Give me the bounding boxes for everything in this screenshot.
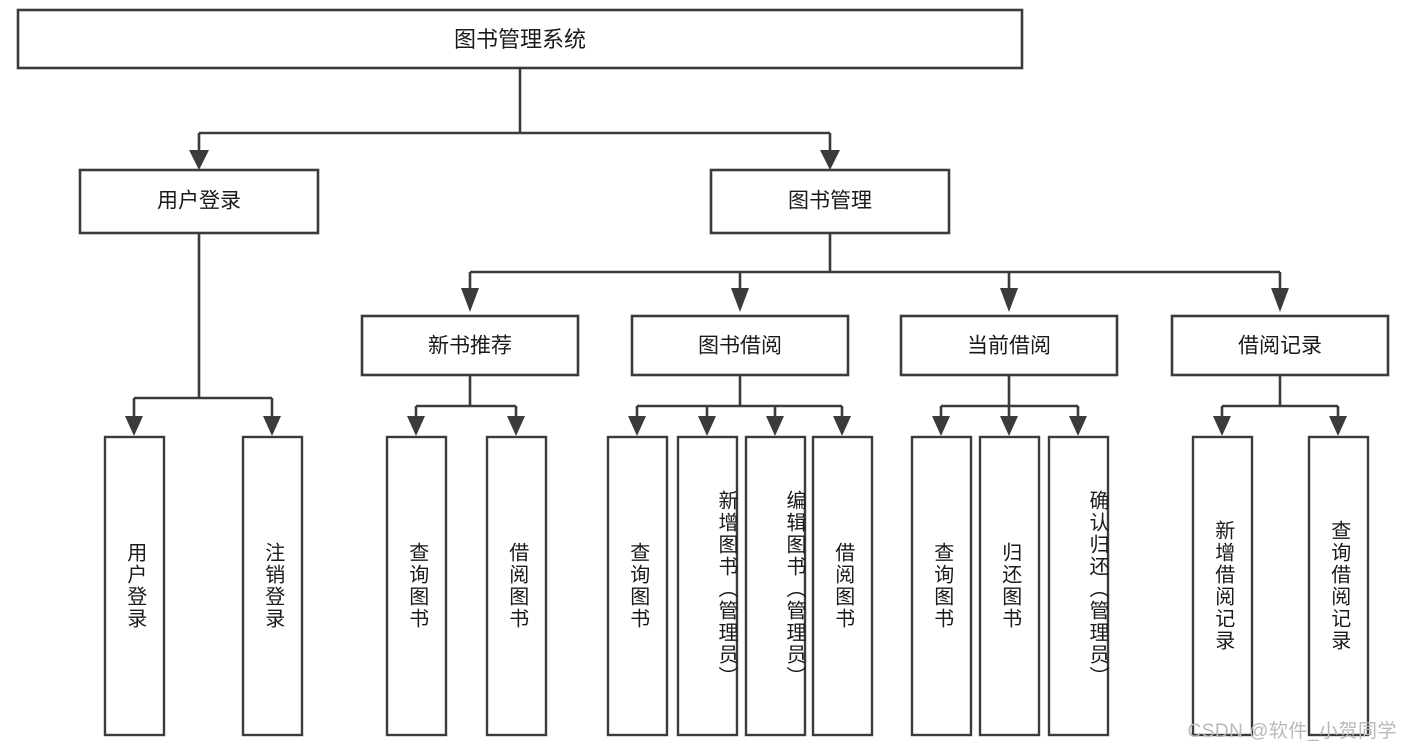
node-box-current-borrow[interactable] <box>899 314 1119 377</box>
arrow-head-cb-leaf-2 <box>1000 416 1018 436</box>
node-box-book-borrow[interactable] <box>630 314 850 377</box>
node-current-borrow[interactable]: 当前借阅 <box>899 314 1119 377</box>
leaf-box-cb-return-book[interactable] <box>978 435 1041 737</box>
leaf-box-bb-query-book[interactable] <box>606 435 669 737</box>
leaf-box-br-add-record[interactable] <box>1191 435 1254 737</box>
leaf-box-bb-add-book[interactable] <box>676 435 739 737</box>
node-label-borrow-record: 借阅记录 <box>1238 335 1322 358</box>
leaf-boxes-user-login <box>103 435 304 737</box>
connector-group-borrow-record <box>1213 375 1347 436</box>
arrow-head-nb-leaf-2 <box>507 416 525 436</box>
node-user-login[interactable]: 用户登录 <box>78 168 320 235</box>
watermark-text: CSDN @软件_小贺同学 <box>1187 721 1397 742</box>
node-label-user-login: 用户登录 <box>157 190 241 213</box>
arrow-head-cb-leaf-3 <box>1069 416 1087 436</box>
arrow-head-user-login <box>189 150 209 170</box>
node-book-manage[interactable]: 图书管理 <box>709 168 951 235</box>
arrow-head-book-borrow <box>731 288 749 312</box>
node-box-book-manage[interactable] <box>709 168 951 235</box>
node-book-borrow[interactable]: 图书借阅 <box>630 314 850 377</box>
arrow-head-leaf-logout <box>263 416 281 436</box>
leaf-box-bb-borrow-book[interactable] <box>811 435 874 737</box>
leaf-box-logout[interactable] <box>241 435 304 737</box>
leaf-boxes-borrow-record <box>1191 435 1370 737</box>
arrow-head-nb-leaf-1 <box>407 416 425 436</box>
arrow-head-bb-leaf-2 <box>698 416 716 436</box>
node-box-new-book-recommend[interactable] <box>360 314 580 377</box>
node-box-user-login[interactable] <box>78 168 320 235</box>
node-label-current-borrow: 当前借阅 <box>967 335 1051 358</box>
arrow-head-leaf-user-login <box>125 416 143 436</box>
arrow-head-book-manage <box>820 150 840 170</box>
connector-group-root <box>189 68 840 170</box>
arrow-head-bb-leaf-3 <box>766 416 784 436</box>
node-label-book-borrow: 图书借阅 <box>698 335 782 358</box>
node-label-new-book-recommend: 新书推荐 <box>428 335 512 358</box>
arrow-head-cb-leaf-1 <box>932 416 950 436</box>
connector-group-book-manage <box>461 233 1289 312</box>
leaf-box-nb-borrow-book[interactable] <box>485 435 548 737</box>
node-root-system[interactable]: 图书管理系统 <box>16 8 1024 70</box>
leaf-box-bb-edit-book[interactable] <box>744 435 807 737</box>
arrow-head-new-book <box>461 288 479 312</box>
leaf-box-cb-query-book[interactable] <box>910 435 973 737</box>
arrow-head-br-leaf-2 <box>1329 416 1347 436</box>
node-new-book-recommend[interactable]: 新书推荐 <box>360 314 580 377</box>
connector-group-new-book <box>407 375 525 436</box>
node-box-borrow-record[interactable] <box>1170 314 1390 377</box>
leaf-boxes-current-borrow <box>910 435 1110 737</box>
node-box-root[interactable] <box>16 8 1024 70</box>
leaf-box-br-query-record[interactable] <box>1307 435 1370 737</box>
arrow-head-bb-leaf-1 <box>628 416 646 436</box>
leaf-box-user-login[interactable] <box>103 435 166 737</box>
leaf-box-cb-confirm-return[interactable] <box>1047 435 1110 737</box>
connector-group-user-login <box>125 233 281 436</box>
arrow-head-current-borrow <box>1000 288 1018 312</box>
arrow-head-borrow-record <box>1271 288 1289 312</box>
connector-group-book-borrow <box>628 375 851 436</box>
leaf-box-nb-query-book[interactable] <box>385 435 448 737</box>
node-label-book-manage: 图书管理 <box>788 190 872 213</box>
arrow-head-br-leaf-1 <box>1213 416 1231 436</box>
leaf-boxes-book-borrow <box>606 435 874 737</box>
connector-group-current-borrow <box>932 375 1087 436</box>
node-borrow-record[interactable]: 借阅记录 <box>1170 314 1390 377</box>
leaf-boxes-new-book-recommend <box>385 435 548 737</box>
node-label-root: 图书管理系统 <box>454 27 586 52</box>
arrow-head-bb-leaf-4 <box>833 416 851 436</box>
